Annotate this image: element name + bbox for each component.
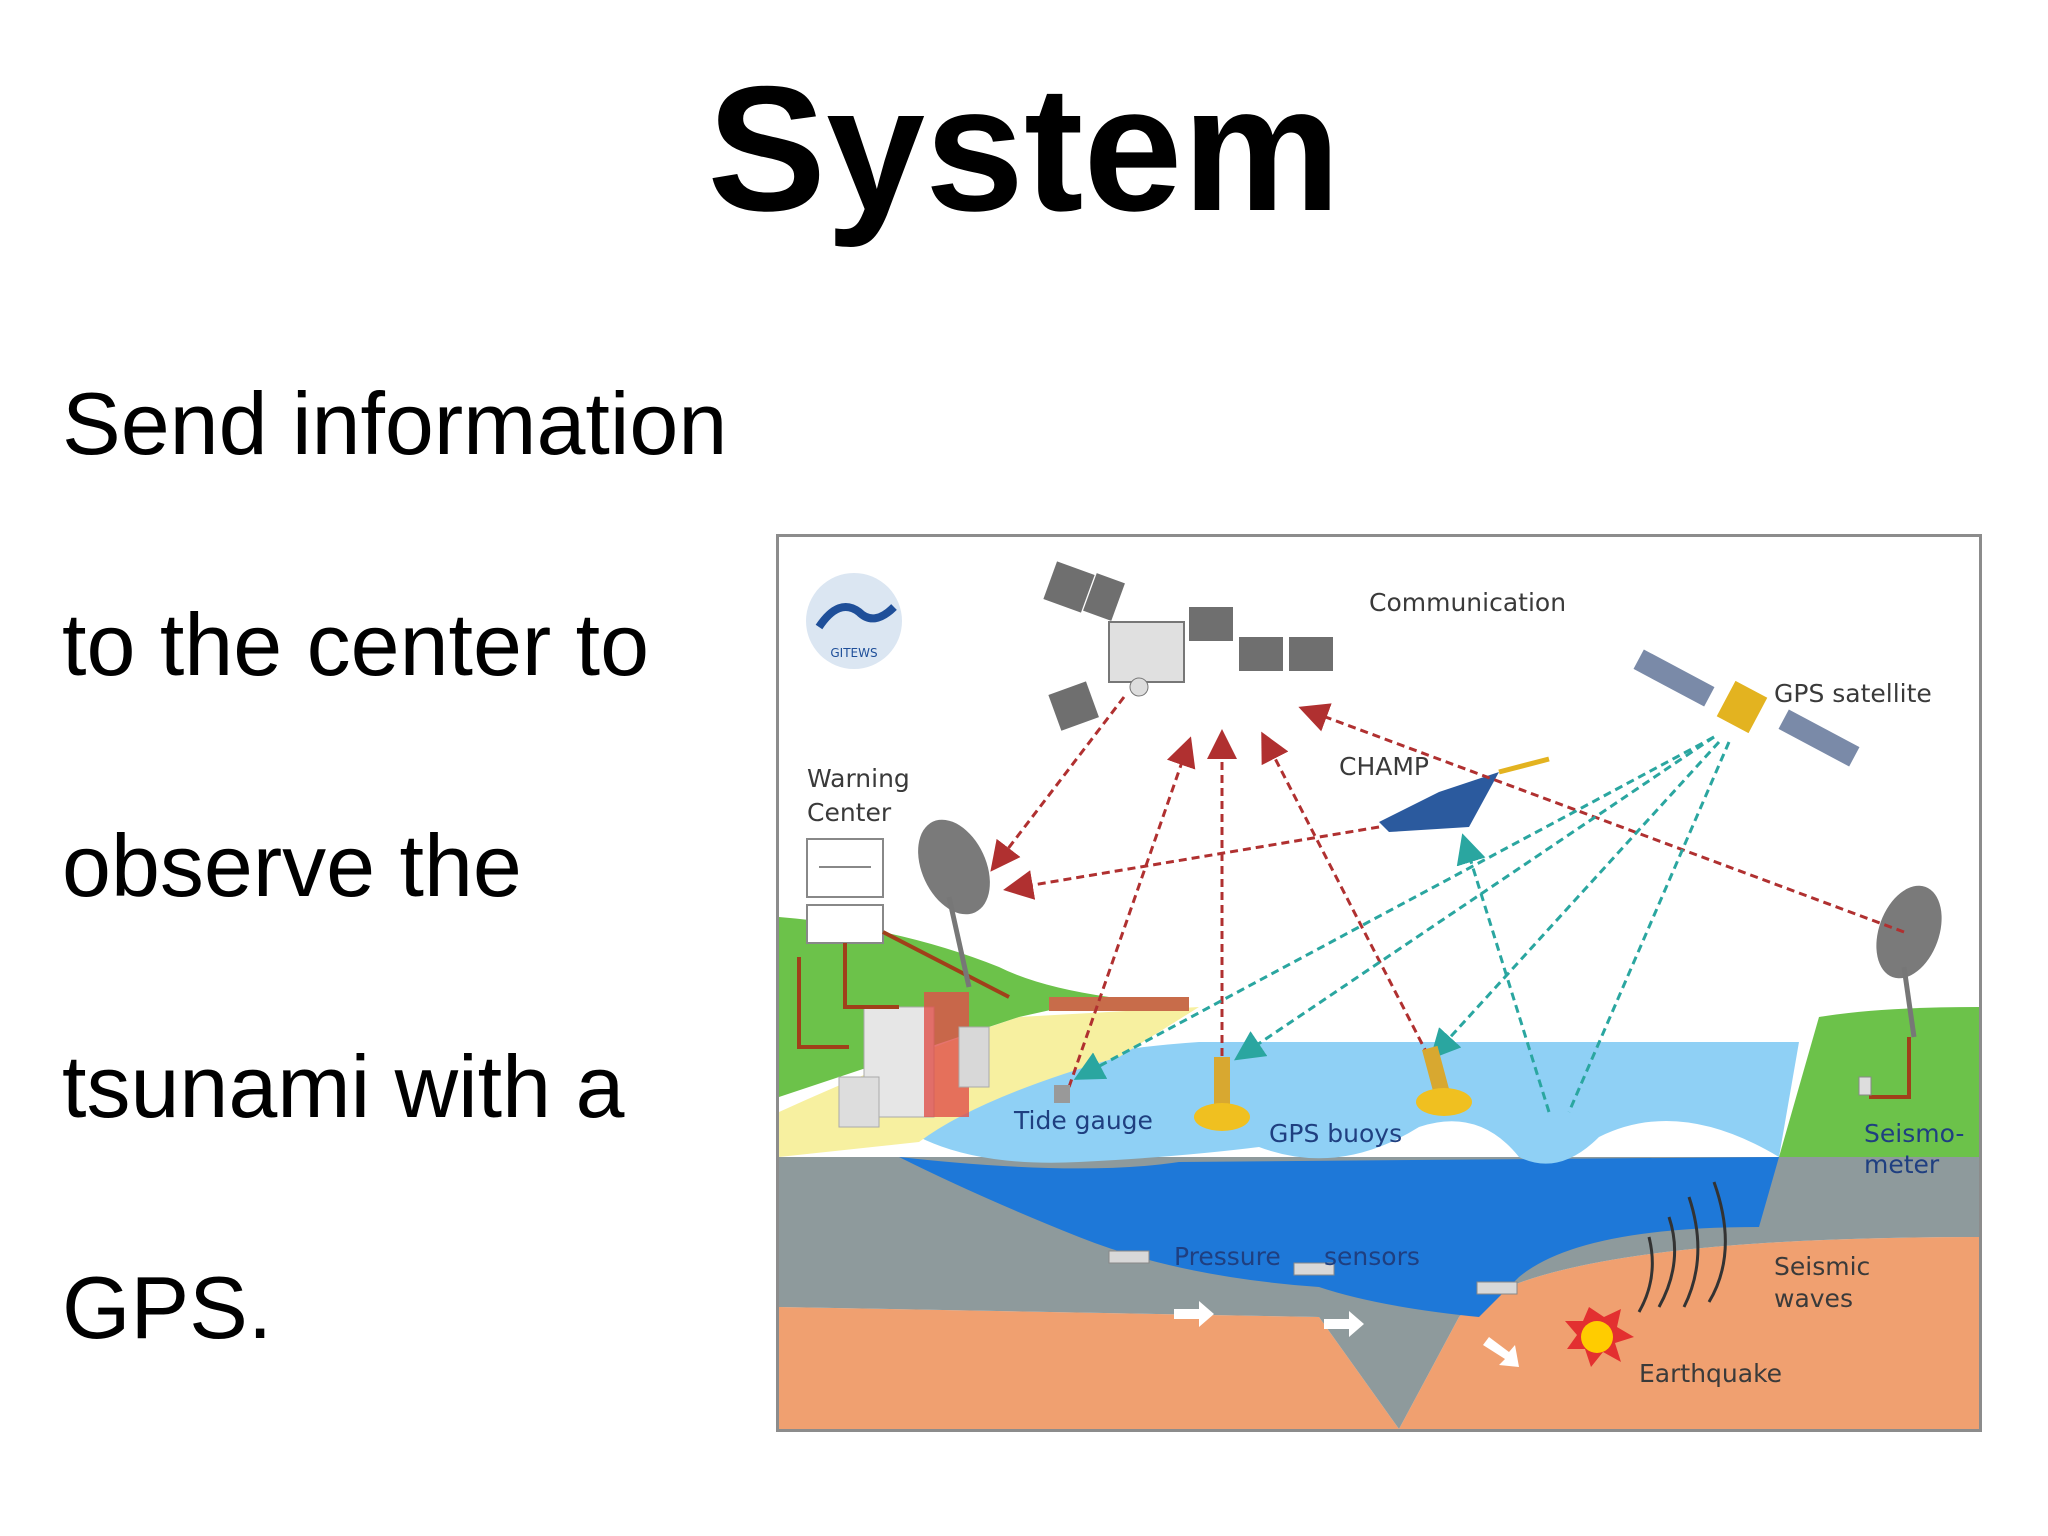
gps-buoy-icon-2 xyxy=(1416,1045,1472,1116)
deep-sea xyxy=(899,1157,1779,1317)
right-land xyxy=(1779,1007,1979,1157)
communication-links xyxy=(990,696,1905,1088)
body-text-line-5: GPS. xyxy=(62,1258,273,1357)
tide-gauge-icon xyxy=(1054,1085,1070,1103)
communication-satellite-icon xyxy=(1043,561,1333,731)
logo-text: GITEWS xyxy=(830,646,877,660)
gps-links xyxy=(1073,735,1731,1113)
gitews-logo: GITEWS xyxy=(806,573,902,669)
body-text-line-2: to the center to xyxy=(62,595,650,694)
earthquake-icon xyxy=(1565,1307,1634,1367)
ground-station-dish-left xyxy=(918,819,990,988)
sea-surface xyxy=(919,1042,1799,1164)
mantle-layer xyxy=(779,1307,1399,1429)
label-pressure: Pressure xyxy=(1174,1242,1281,1271)
pressure-sensor-icons xyxy=(1108,1250,1518,1295)
body-text-line-4: tsunami with a xyxy=(62,1037,625,1136)
seismometer-icon xyxy=(1858,1076,1872,1096)
label-seismometer-1: Seismo- xyxy=(1864,1119,1964,1148)
label-communication: Communication xyxy=(1369,588,1566,617)
seismic-waves xyxy=(1637,1181,1727,1313)
plate-motion-arrows xyxy=(1174,1301,1519,1367)
label-seismic-waves-2: waves xyxy=(1774,1284,1853,1313)
ground-station-dish-right xyxy=(1869,885,1942,1099)
label-seismometer-2: meter xyxy=(1864,1150,1940,1179)
diagram-canvas: GITEWS xyxy=(779,561,1979,1429)
slide-title: System xyxy=(707,49,1341,248)
label-warning-center-1: Warning xyxy=(807,764,910,793)
label-earthquake: Earthquake xyxy=(1639,1359,1782,1388)
mantle-layer-right xyxy=(1399,1237,1979,1429)
label-sensors: sensors xyxy=(1324,1242,1420,1271)
body-text-line-1: Send information xyxy=(62,374,728,473)
buildings xyxy=(838,992,1189,1128)
body-text-line-3: observe the xyxy=(62,816,522,915)
gps-satellite-icon xyxy=(1633,649,1860,767)
label-tide-gauge: Tide gauge xyxy=(1013,1106,1153,1135)
gps-buoy-icon-1 xyxy=(1194,1057,1250,1131)
tsunami-warning-system-diagram: GITEWS xyxy=(776,534,1982,1432)
label-gps-buoys: GPS buoys xyxy=(1269,1119,1402,1148)
label-gps-satellite: GPS satellite xyxy=(1774,679,1932,708)
label-champ: CHAMP xyxy=(1339,752,1429,781)
champ-satellite-icon xyxy=(1379,756,1550,832)
warning-center xyxy=(797,838,1010,1049)
label-warning-center-2: Center xyxy=(807,798,892,827)
label-seismic-waves-1: Seismic xyxy=(1774,1252,1870,1281)
